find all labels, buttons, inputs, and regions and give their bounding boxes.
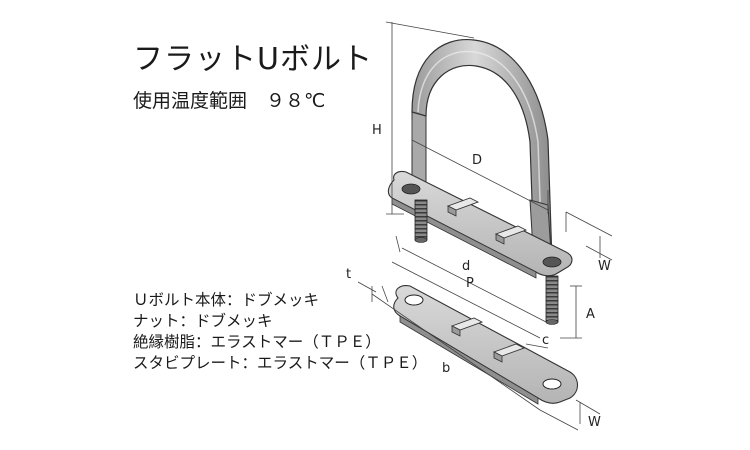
product-title: フラットUボルト: [133, 42, 373, 77]
dim-label-w-bottom: W: [588, 415, 601, 430]
dimension-lines: [357, 21, 613, 431]
dim-label-d-upper: D: [472, 153, 482, 168]
spec-insulation: 絶縁樹脂：エラストマー（ＴＰＥ）: [133, 333, 381, 351]
specs-list: Ｕボルト本体：ドブメッキ ナット：ドブメッキ 絶縁樹脂：エラストマー（ＴＰＥ） …: [133, 290, 427, 374]
dim-label-b: b: [442, 361, 450, 376]
dim-label-a: A: [586, 307, 595, 322]
spec-body: Ｕボルト本体：ドブメッキ: [133, 291, 320, 309]
threaded-ends: [414, 199, 559, 325]
spec-nut: ナット：ドブメッキ: [133, 312, 273, 330]
temperature-range: 使用温度範囲 ９８℃: [133, 86, 325, 113]
dim-label-c: c: [542, 333, 549, 348]
dim-label-d-lower: d: [462, 259, 470, 274]
dim-label-p: P: [466, 276, 474, 291]
stabilizer-plate: [393, 285, 579, 405]
temperature-value: ９８℃: [266, 90, 326, 112]
dim-label-t: t: [346, 267, 351, 282]
temperature-label: 使用温度範囲: [133, 90, 248, 112]
dim-label-w-top: W: [598, 259, 611, 274]
dim-label-h: H: [372, 123, 382, 138]
spec-plate: スタビプレート：エラストマー（ＴＰＥ）: [133, 354, 428, 372]
